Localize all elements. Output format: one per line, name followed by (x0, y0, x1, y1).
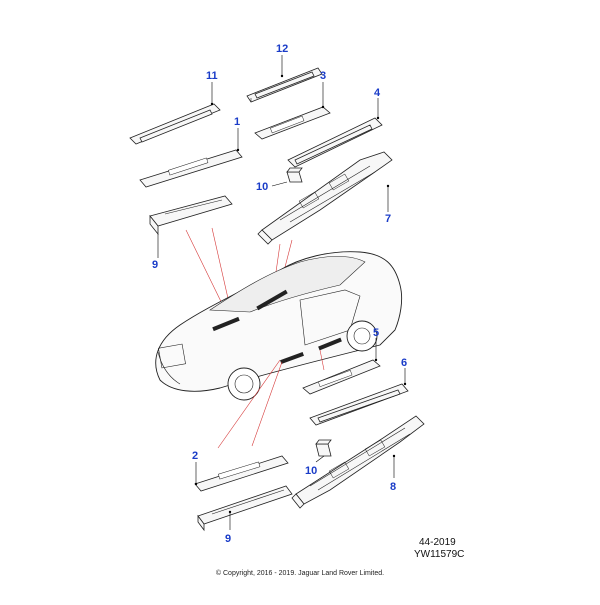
callout-5: 5 (373, 327, 379, 339)
part-10-clip-top (286, 167, 303, 183)
callout-6: 6 (401, 357, 407, 369)
reference-number: 44-2019 (419, 537, 456, 548)
callout-3: 3 (320, 70, 326, 82)
callout-7: 7 (385, 213, 391, 225)
car-illustration (155, 251, 403, 401)
part-5-tread-plate (302, 359, 381, 395)
callout-8: 8 (390, 481, 396, 493)
part-12-tread-plate (246, 67, 323, 103)
leader-10-bottom (315, 455, 325, 463)
part-3-tread-plate (254, 106, 331, 140)
copyright-notice: © Copyright, 2016 - 2019. Jaguar Land Ro… (215, 570, 385, 577)
leader-10-top (271, 181, 288, 187)
part-10-clip-bottom (315, 439, 332, 457)
callout-10-bottom: 10 (305, 465, 317, 477)
part-4-tread-plate (287, 117, 383, 168)
part-8-sill-reinforcement (291, 415, 425, 509)
callout-12: 12 (276, 43, 288, 55)
callout-9-top: 9 (152, 259, 158, 271)
callout-4: 4 (374, 87, 381, 99)
part-6-tread-plate (309, 383, 409, 426)
callout-2: 2 (192, 450, 198, 462)
callout-10-top: 10 (256, 181, 268, 193)
reference-code: YW11579C (414, 549, 465, 560)
callout-11: 11 (206, 70, 218, 82)
part-2-tread-plate (194, 455, 289, 492)
part-7-sill-reinforcement (257, 151, 393, 245)
callout-1: 1 (234, 116, 240, 128)
part-9-bracket-top (149, 195, 233, 236)
callout-9-bottom: 9 (225, 533, 231, 545)
part-1-tread-plate (139, 149, 243, 188)
part-9-bracket-bottom (197, 485, 293, 532)
part-11-tread-plate (129, 103, 221, 145)
